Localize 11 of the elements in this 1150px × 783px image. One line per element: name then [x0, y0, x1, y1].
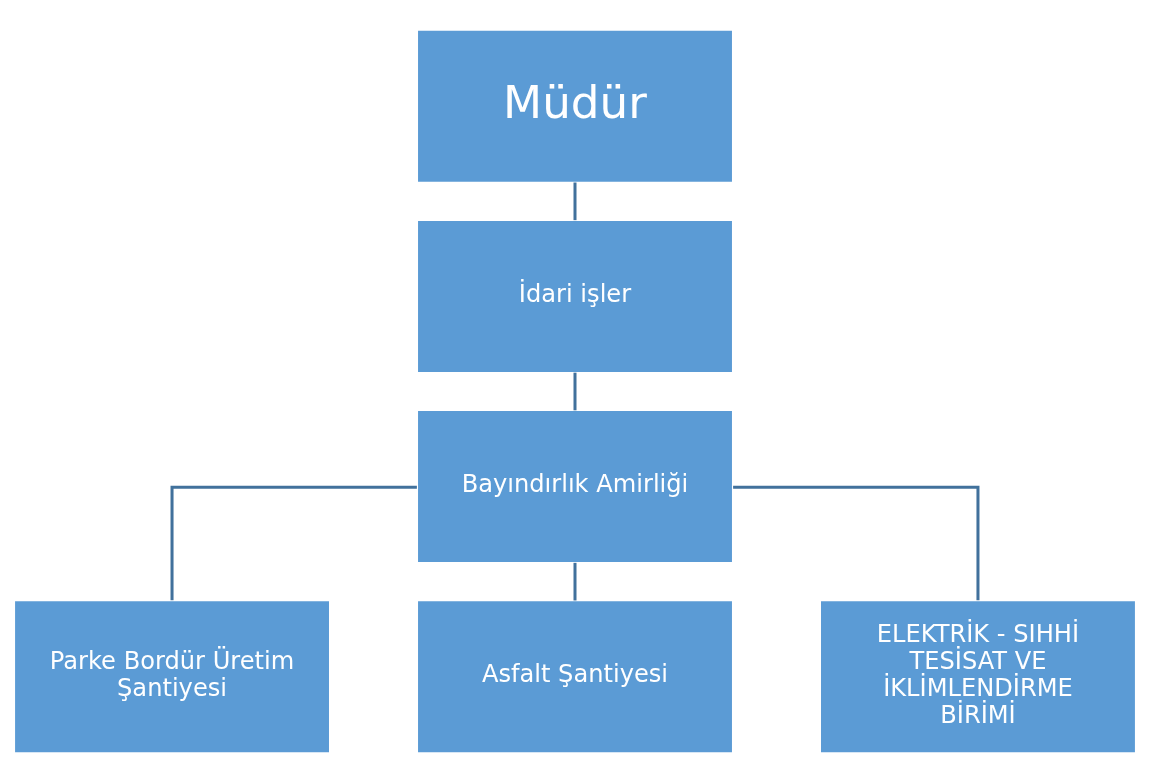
connector	[170, 485, 417, 601]
node-box: Bayındırlık Amirliği	[416, 409, 734, 564]
node-box: Asfalt Şantiyesi	[416, 599, 734, 754]
node-box: Müdür	[416, 29, 734, 184]
node-box: ELEKTRİK - SIHHİ TESİSAT VE İKLİMLENDİRME BİRİMİ	[819, 599, 1137, 754]
connector	[573, 372, 577, 411]
node-box: İdari işler	[416, 219, 734, 374]
connector	[733, 485, 980, 601]
connector	[573, 562, 577, 601]
node-box: Parke Bordür Üretim Şantiyesi	[13, 599, 331, 754]
connector	[573, 182, 577, 221]
